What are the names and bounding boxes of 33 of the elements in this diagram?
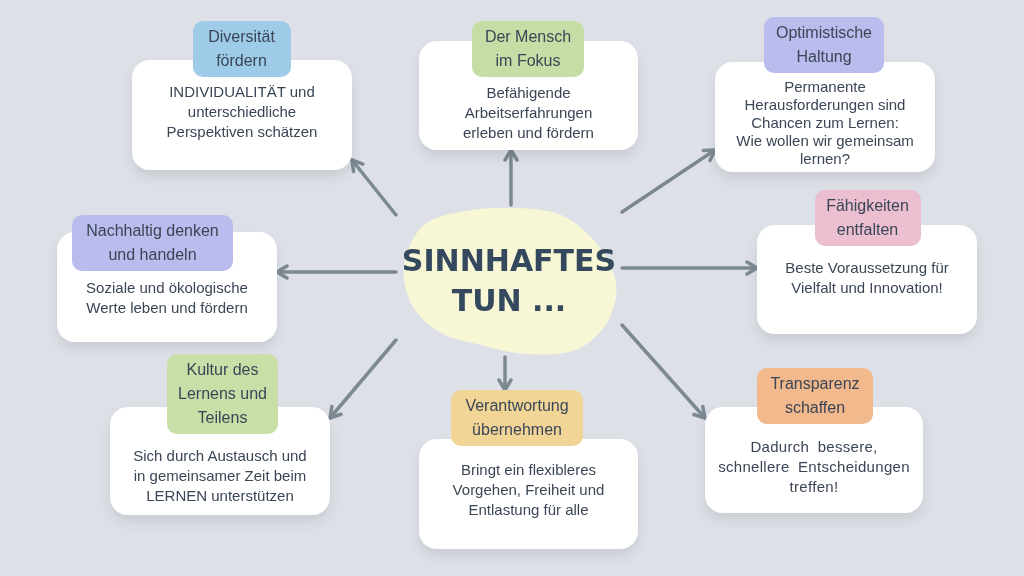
card-heading: Diversität fördern [192,21,291,77]
arrow [620,323,707,420]
card-heading: Transparenz schaffen [757,368,873,424]
card-heading: Kultur des Lernens und Teilens [167,354,278,434]
card-text: Bringt ein flexibleres Vorgehen, Freiheit und Entlastung für alle [451,460,606,520]
card-text: Sich durch Austausch und in gemeinsamer Zeit beim LERNEN unterstützen [132,446,308,506]
card-heading: Nachhaltig denken und handeln [72,215,233,271]
topic-card [419,21,638,150]
card-heading: Der Mensch im Fokus [472,21,584,77]
card-text: Beste Voraussetzung für Vielfalt und Innovation! [784,258,950,298]
topic-card [57,215,277,342]
topic-card [715,17,935,172]
arrow [620,260,759,276]
central-title: SINNHAFTES TUN ... [400,242,618,320]
arrow [328,338,398,420]
topic-card [419,390,638,549]
arrow [503,148,519,207]
arrow [620,148,717,214]
card-text: Soziale und ökologische Werte leben und fördern [85,278,249,318]
topic-card [705,368,923,513]
card-heading: Verantwortung übernehmen [451,390,583,446]
card-text: Befähigende Arbeitserfahrungen erleben und fördern [462,83,595,143]
topic-card [132,21,352,170]
card-text: Permanente Herausforderungen sind Chancen zum Lernen: [743,78,907,132]
card-heading: Fähigkeiten entfalten [814,190,921,246]
card-text: Wie wollen wir gemeinsam lernen? [735,132,915,168]
arrow [350,158,398,217]
topic-card [757,190,977,334]
card-heading: Optimistische Haltung [764,17,884,73]
card-text: INDIVIDUALITÄT und unterschiedliche Perspektiven schätzen [165,82,319,142]
card-text: Dadurch bessere, schnellere Entscheidungen treffen! [717,437,911,497]
arrow [497,355,513,392]
topic-card [110,354,330,515]
